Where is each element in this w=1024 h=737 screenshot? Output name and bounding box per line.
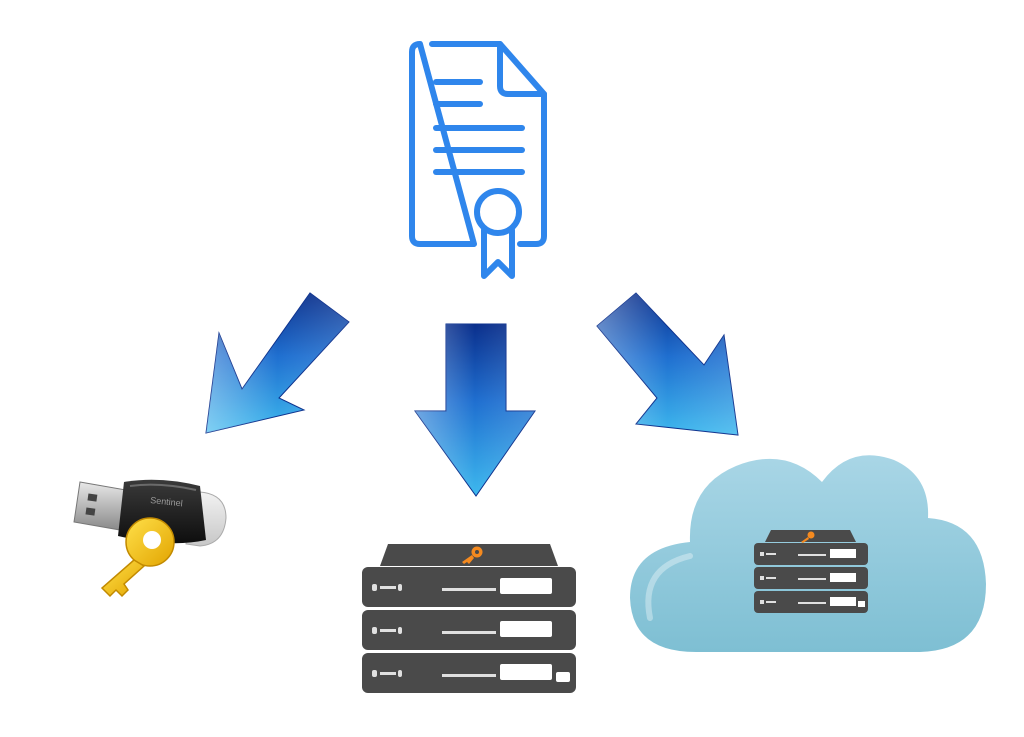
arrow-down bbox=[414, 323, 536, 497]
license-certificate-icon bbox=[409, 41, 547, 279]
cloud-server-icon bbox=[630, 455, 986, 652]
usb-brand-stamp: Sentinel bbox=[150, 495, 183, 508]
arrow-down-left bbox=[205, 292, 350, 434]
usb-dongle-key-icon: Sentinel bbox=[73, 479, 227, 598]
on-premise-server-icon bbox=[362, 544, 576, 693]
arrow-down-right bbox=[596, 292, 739, 436]
